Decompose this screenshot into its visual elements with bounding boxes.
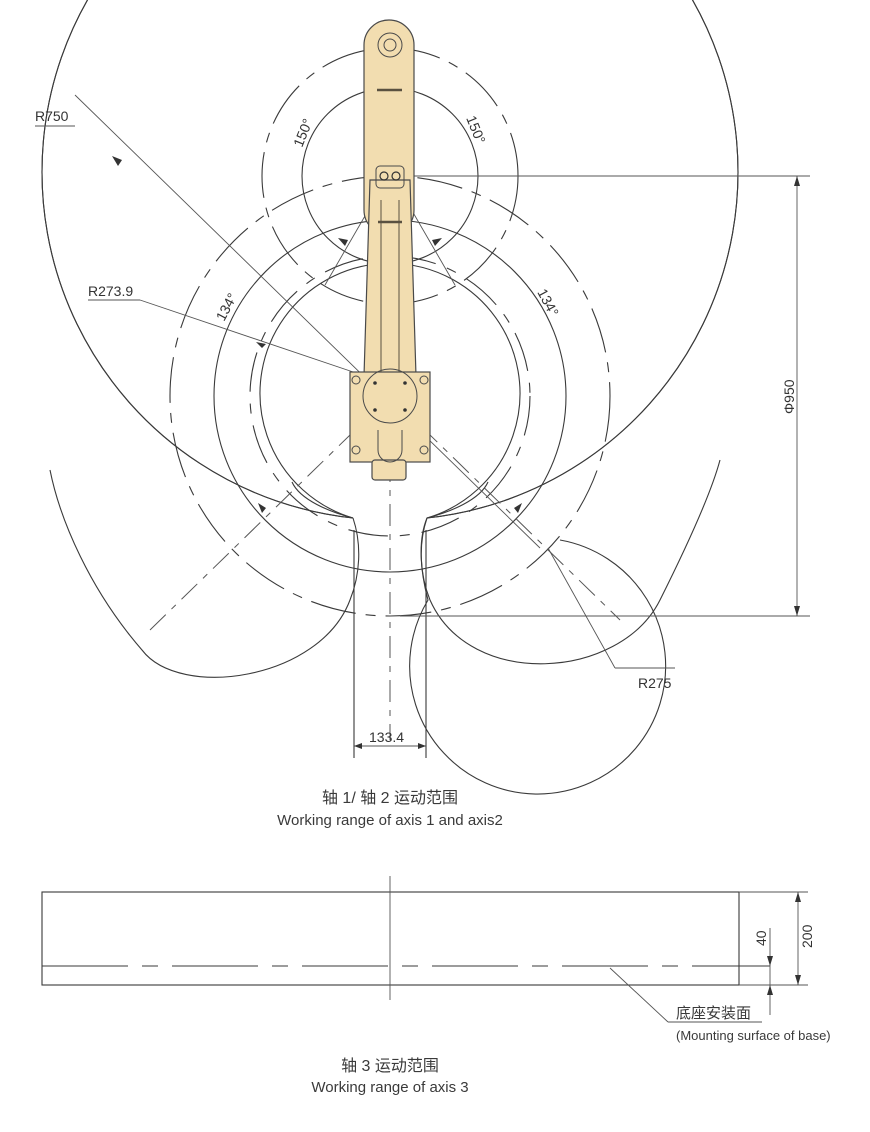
angle-label-150-right: 150° [463,113,489,146]
inner-reach-right-edge [426,481,489,519]
outer-envelope-main [41,0,739,519]
r750-leader [74,94,541,549]
figure2-caption-en: Working range of axis 3 [311,1079,469,1096]
r750-label: R750 [35,108,69,124]
figure1-caption-en: Working range of axis 1 and axis2 [277,812,503,829]
figure2-caption-cn: 轴 3 运动范围 [341,1058,439,1075]
left-lobe [49,469,360,678]
r2739-leader [139,299,366,377]
angle-label-150-left: 150° [290,116,316,149]
figure1-caption-cn: 轴 1/ 轴 2 运动范围 [321,790,459,807]
r2739-label: R273.9 [88,283,133,299]
diameter-label: Φ950 [781,379,797,414]
mount-label-en: (Mounting surface of base) [676,1028,831,1043]
r275-leader [547,547,616,669]
r275-label: R275 [638,675,672,691]
axis3-working-range-drawing [41,876,808,1023]
axis1-arc-r2-dashed [169,175,611,617]
slot-width-label: 133.4 [369,729,404,745]
mount-label-cn: 底座安装面 [676,1005,752,1022]
stroke-200-label: 200 [799,924,815,948]
inner-reach-left-edge [291,481,354,519]
mount-leader [609,967,669,1023]
axis1-mid-dashed [249,255,531,537]
right-lobe [420,459,721,665]
angle-label-134-left: 134° [213,290,241,323]
offset-40-label: 40 [753,930,769,946]
scara-robot-arm [349,19,431,481]
